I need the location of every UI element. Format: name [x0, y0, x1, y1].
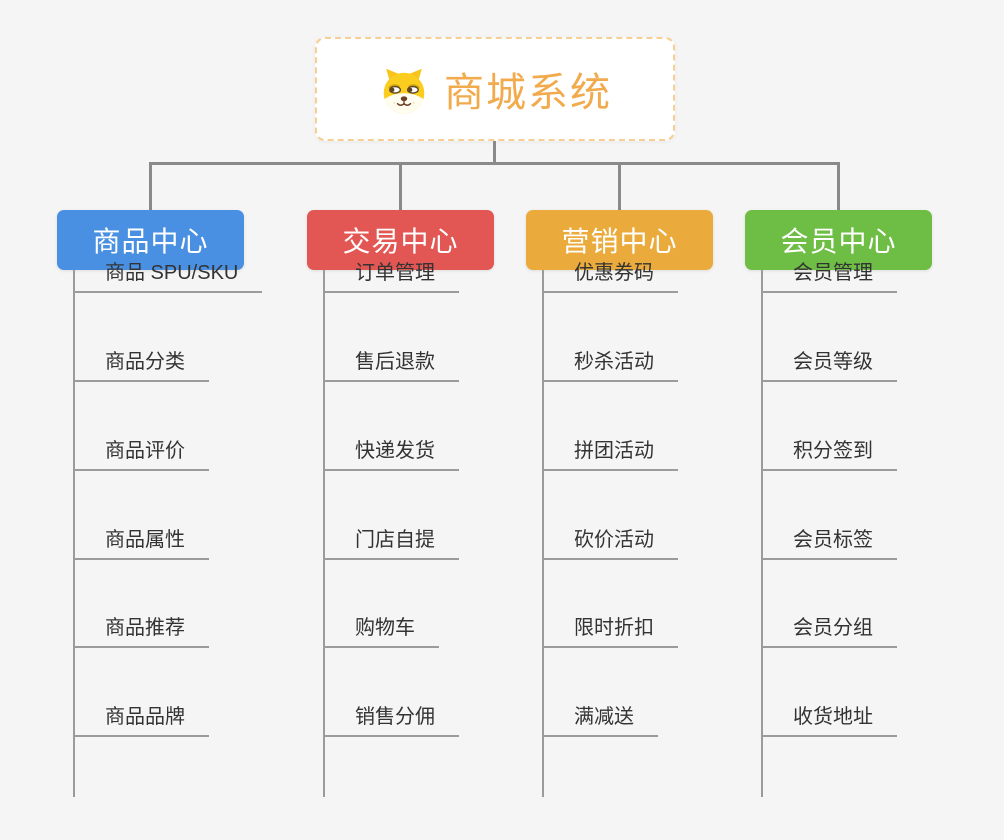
trunk-line	[542, 270, 544, 797]
leaf-node[interactable]: 购物车	[323, 612, 439, 648]
leaf-node[interactable]: 满减送	[542, 701, 658, 737]
leaf-node[interactable]: 限时折扣	[542, 612, 678, 648]
branch-node-products[interactable]: 商品中心	[57, 210, 244, 270]
connector-drop-2	[399, 162, 402, 210]
branch-node-trade[interactable]: 交易中心	[307, 210, 494, 270]
leaf-node[interactable]: 门店自提	[323, 524, 459, 560]
branch-node-members[interactable]: 会员中心	[745, 210, 932, 270]
trunk-line	[323, 270, 325, 797]
leaf-node[interactable]: 会员等级	[761, 346, 897, 382]
connector-bus	[149, 162, 840, 165]
branch-column-trade: 交易中心 订单管理售后退款快递发货门店自提购物车销售分佣	[307, 210, 567, 810]
leaf-node[interactable]: 订单管理	[323, 257, 459, 293]
leaf-node[interactable]: 收货地址	[761, 701, 897, 737]
branch-node-marketing[interactable]: 营销中心	[526, 210, 713, 270]
branch-column-products: 商品中心 商品 SPU/SKU 商品分类商品评价商品属性商品推荐商品品牌	[57, 210, 317, 810]
leaf-node[interactable]: 销售分佣	[323, 701, 459, 737]
connector-drop-4	[837, 162, 840, 210]
root-title: 商城系统	[444, 71, 612, 115]
connector-root-drop	[493, 141, 496, 165]
leaf-node[interactable]: 快递发货	[323, 435, 459, 471]
leaf-node[interactable]: 会员分组	[761, 612, 897, 648]
connector-drop-3	[618, 162, 621, 210]
shiba-dog-face-icon	[383, 68, 425, 114]
leaf-node[interactable]: 秒杀活动	[542, 346, 678, 382]
leaf-node[interactable]: 拼团活动	[542, 435, 678, 471]
leaf-node[interactable]: 商品属性	[73, 524, 209, 560]
leaf-node[interactable]: 售后退款	[323, 346, 459, 382]
trunk-line	[73, 270, 75, 797]
leaf-node[interactable]: 商品分类	[73, 346, 209, 382]
root-node[interactable]: 商城系统	[315, 37, 675, 141]
leaf-node[interactable]: 积分签到	[761, 435, 897, 471]
leaf-node[interactable]: 商品评价	[73, 435, 209, 471]
leaf-node[interactable]: 商品推荐	[73, 612, 209, 648]
leaf-node[interactable]: 会员标签	[761, 524, 897, 560]
trunk-line	[761, 270, 763, 797]
leaf-node[interactable]: 商品品牌	[73, 701, 209, 737]
leaf-node[interactable]: 商品 SPU/SKU	[73, 257, 263, 293]
leaf-node[interactable]: 砍价活动	[542, 524, 678, 560]
leaf-node[interactable]: 优惠券码	[542, 257, 678, 293]
branch-column-members: 会员中心 会员管理会员等级积分签到会员标签会员分组收货地址	[745, 210, 1004, 810]
leaf-node[interactable]: 会员管理	[761, 257, 897, 293]
branch-column-marketing: 营销中心 优惠券码秒杀活动拼团活动砍价活动限时折扣满减送	[526, 210, 786, 810]
connector-drop-1	[149, 162, 152, 210]
